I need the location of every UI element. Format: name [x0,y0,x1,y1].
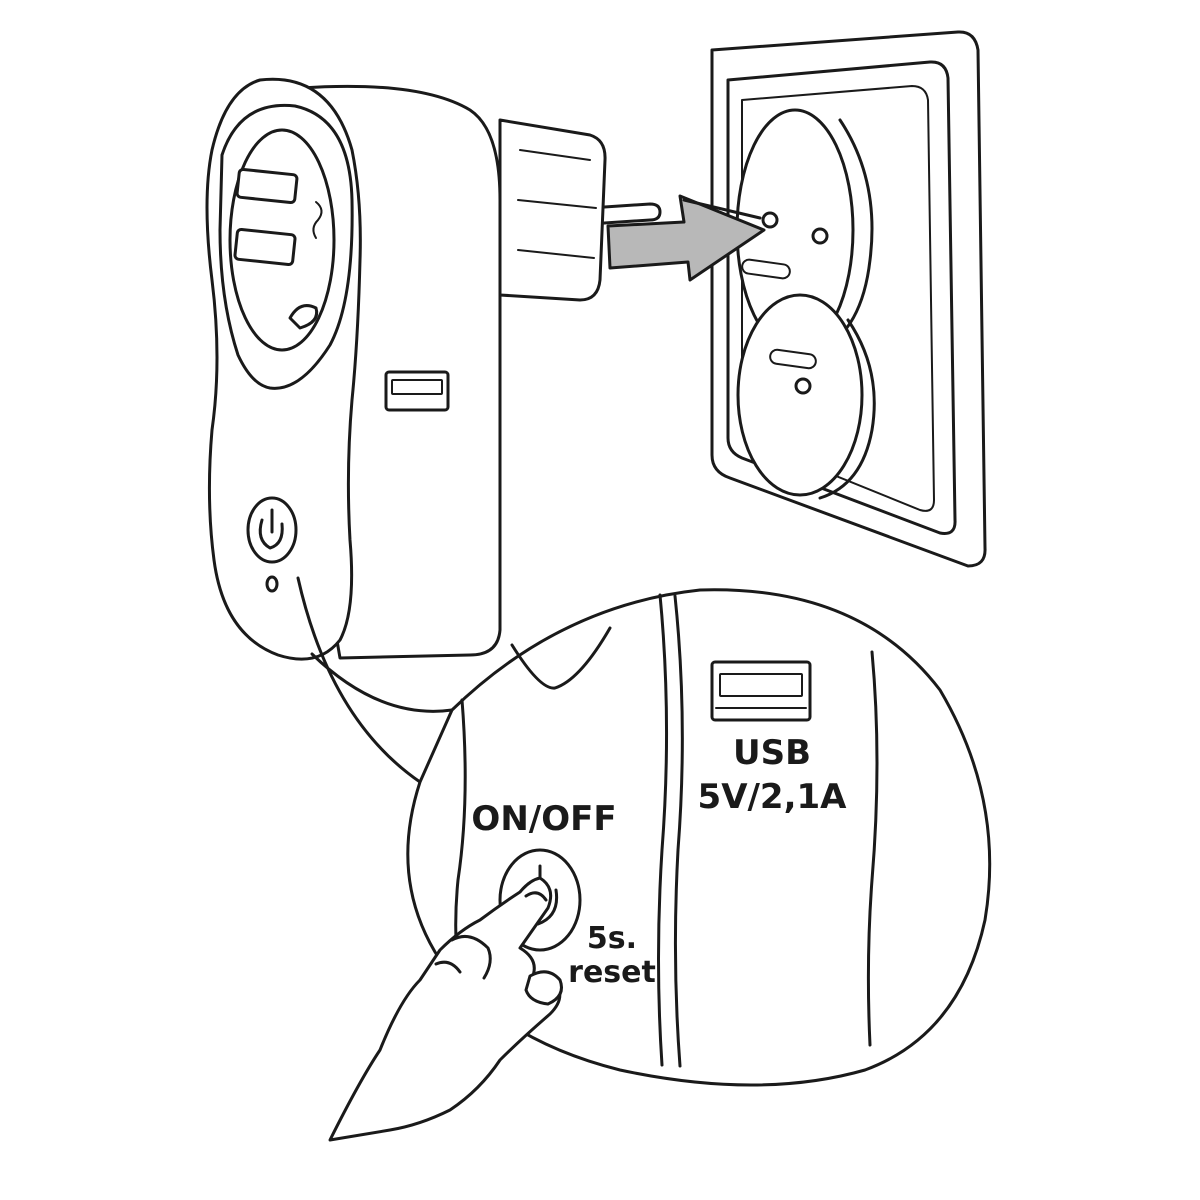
hand-icon [328,876,563,1142]
wall-socket-inner-frame [726,60,957,535]
smart-plug [205,77,607,661]
on-off-label: ON/OFF [471,799,616,839]
wall-socket [710,30,987,568]
insert-arrow-icon [606,194,766,282]
callout-pointer [296,576,454,784]
reset-label: reset [568,955,656,990]
plug-collar [498,118,607,302]
zoom-callout: ON/OFF USB 5V/2,1A 5s. reset [328,588,992,1142]
plug-socket-recess [218,103,354,390]
status-led [265,575,279,593]
reset-seconds-label: 5s. [587,921,637,956]
power-icon [246,496,298,564]
usb-port-icon [710,660,812,722]
socket-outlet-lower [736,293,864,497]
usb-label: USB [733,733,811,773]
usb-rating-label: 5V/2,1A [698,777,848,817]
usb-port-icon [384,370,450,412]
insert-arrow-shape [606,194,766,282]
